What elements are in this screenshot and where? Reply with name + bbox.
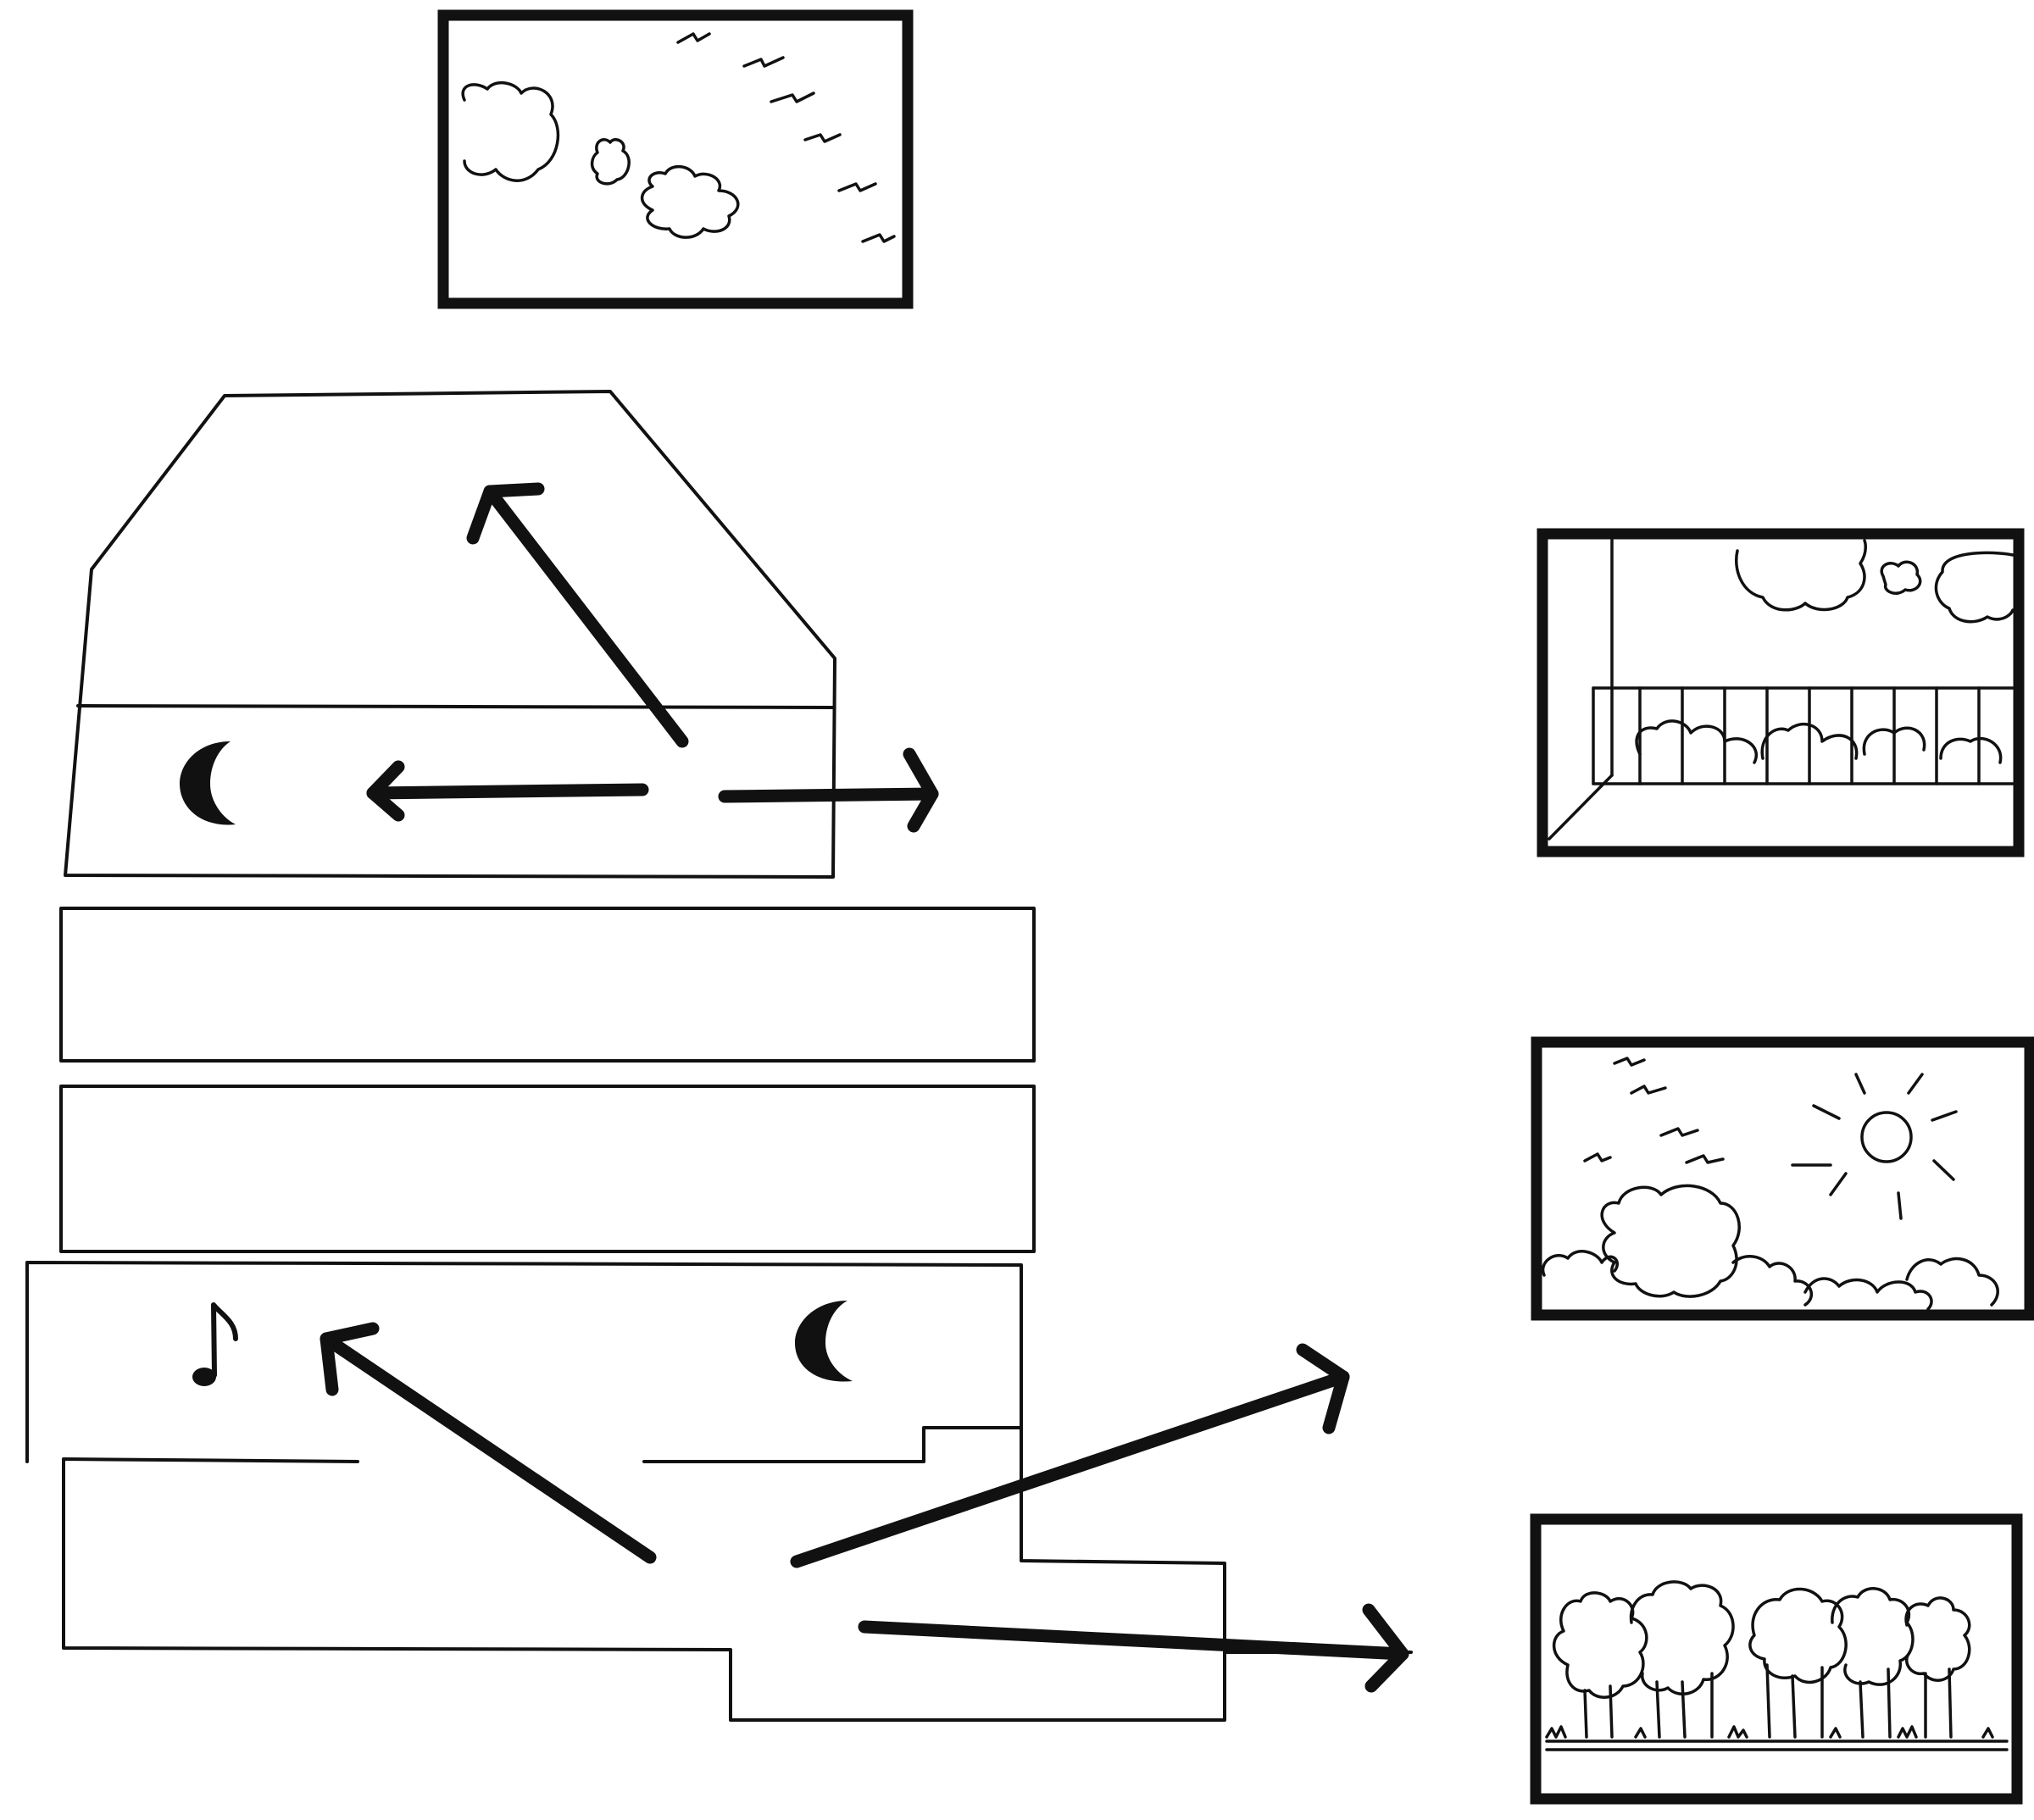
birds	[676, 32, 896, 243]
arrow-up-to-sky	[466, 482, 689, 748]
sun-view-panel	[1531, 1036, 2034, 1321]
arrow-left-upper	[366, 760, 649, 822]
sun	[1860, 1111, 1913, 1163]
shrubs	[1635, 719, 2003, 764]
arrow-to-tree-view	[858, 1603, 1409, 1693]
tree-canopies	[1552, 1580, 1971, 1699]
tree-trunks	[1583, 1663, 1953, 1739]
cloud	[461, 80, 560, 182]
cloud	[1934, 551, 2015, 624]
lower-level-step	[642, 1426, 1023, 1463]
music-note-symbol	[192, 1302, 238, 1386]
cloud	[1880, 560, 1922, 595]
tree-view-panel	[1530, 1513, 2023, 1805]
birds	[1583, 1057, 1725, 1164]
floor-band-1	[59, 907, 1036, 1063]
arrow-up-left-lower	[320, 1322, 657, 1564]
railing-view-frame	[1537, 528, 2025, 857]
view-arrows	[320, 482, 1409, 1693]
arrow-right-upper	[718, 747, 939, 833]
sun-rays	[1791, 1073, 1958, 1220]
cloud	[1735, 539, 1867, 612]
cloud	[590, 138, 631, 186]
floor-band-2	[59, 1085, 1036, 1253]
grass	[1545, 1725, 1994, 1739]
roof-volume-outline	[64, 390, 836, 879]
moon-symbol-upper	[180, 741, 236, 825]
cloud	[640, 165, 740, 239]
roof-floor-line	[76, 704, 835, 709]
building-section	[25, 390, 1413, 1722]
railing-balusters	[1638, 686, 1981, 785]
railing-view-panel	[1537, 528, 2025, 857]
sun-view-frame	[1531, 1036, 2034, 1321]
arrow-to-sun-view	[790, 1343, 1350, 1568]
sky-view-panel	[437, 9, 914, 309]
tree-view-frame	[1530, 1513, 2023, 1805]
lower-level-outline	[25, 1261, 1226, 1722]
trees	[1541, 1184, 1999, 1311]
moon-symbol-lower	[795, 1301, 853, 1382]
sky-view-frame	[437, 9, 914, 309]
